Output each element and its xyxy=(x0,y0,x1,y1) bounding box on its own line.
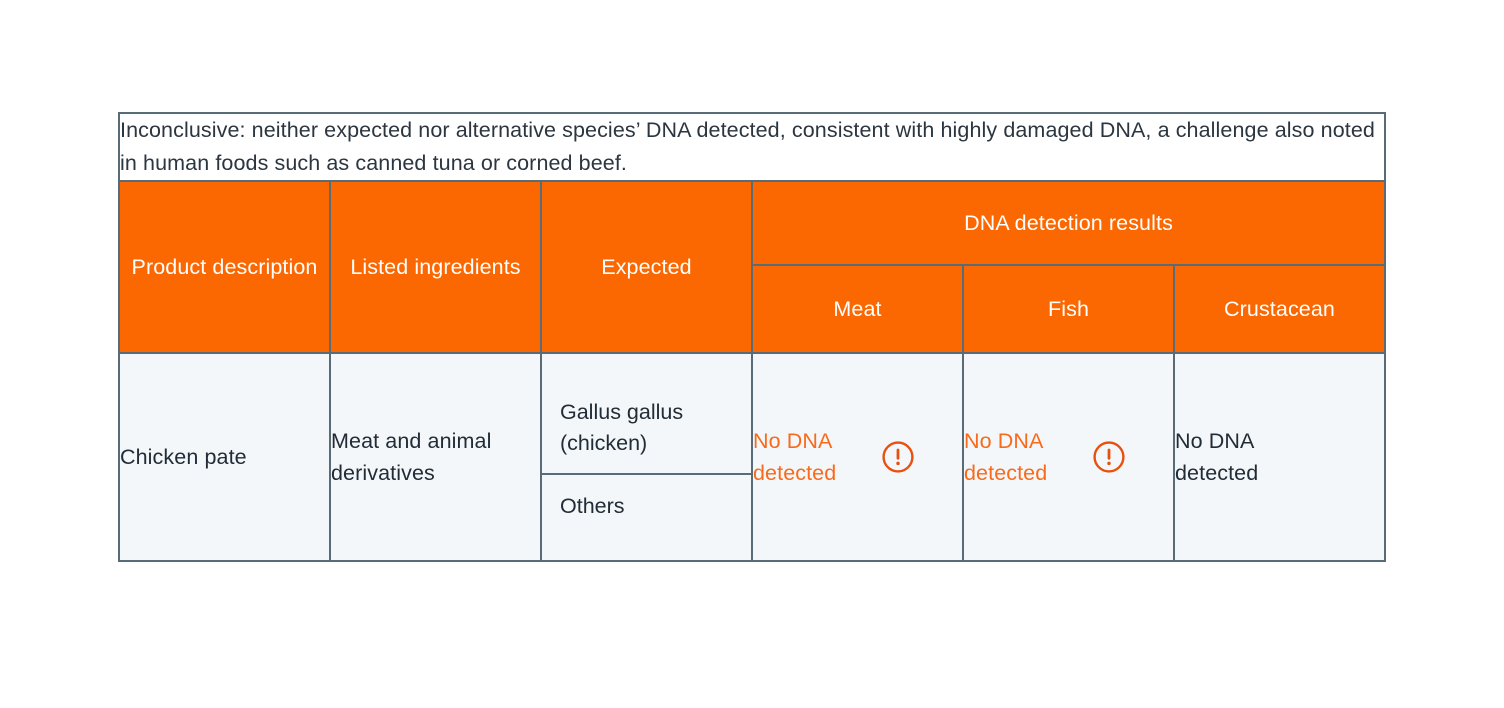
header-product-description: Product description xyxy=(118,180,331,354)
table-note-row: Inconclusive: neither expected nor alter… xyxy=(118,112,1386,182)
result-fish-content: No DNA detected xyxy=(964,425,1173,489)
header-row-secondary: Meat Fish Crustacean xyxy=(119,263,1386,355)
result-fish-text: No DNA detected xyxy=(964,429,1048,485)
cell-expected-primary: Gallus gallus (chicken) xyxy=(542,378,751,475)
header-listed-ingredients: Listed ingredients xyxy=(329,180,542,354)
cell-expected: Gallus gallus (chicken) Others xyxy=(540,352,753,562)
cell-result-meat: No DNA detected xyxy=(751,352,964,562)
cell-result-crustacean: No DNA detected xyxy=(1173,352,1386,562)
expected-secondary-row: Others xyxy=(542,473,751,536)
expected-primary-row: Gallus gallus (chicken) xyxy=(542,378,751,475)
warning-circle-icon xyxy=(882,441,914,473)
header-meat: Meat xyxy=(751,263,964,355)
cell-expected-secondary: Others xyxy=(542,473,751,536)
header-dna-detection-results: DNA detection results xyxy=(751,180,1386,266)
warning-circle-icon xyxy=(1093,441,1125,473)
header-fish: Fish xyxy=(962,263,1175,355)
table-row: Chicken pate Meat and animal derivatives… xyxy=(118,352,1386,562)
result-crustacean-text: No DNA detected xyxy=(1175,429,1259,485)
cell-listed-ingredients: Meat and animal derivatives xyxy=(329,352,542,562)
inconclusive-note-cell: Inconclusive: neither expected nor alter… xyxy=(118,112,1386,182)
result-meat-content: No DNA detected xyxy=(753,425,962,489)
header-expected: Expected xyxy=(540,180,753,354)
expected-split-table: Gallus gallus (chicken) Others xyxy=(542,378,751,536)
dna-results-table: Inconclusive: neither expected nor alter… xyxy=(118,112,1386,562)
header-row-primary: Product description Listed ingredients E… xyxy=(118,180,1386,354)
result-meat-text: No DNA detected xyxy=(753,429,837,485)
cell-product-description: Chicken pate xyxy=(118,352,331,562)
inconclusive-note-text: Inconclusive: neither expected nor alter… xyxy=(120,118,1375,175)
cell-result-fish: No DNA detected xyxy=(962,352,1175,562)
result-crustacean-content: No DNA detected xyxy=(1175,425,1384,489)
header-crustacean: Crustacean xyxy=(1173,263,1386,355)
